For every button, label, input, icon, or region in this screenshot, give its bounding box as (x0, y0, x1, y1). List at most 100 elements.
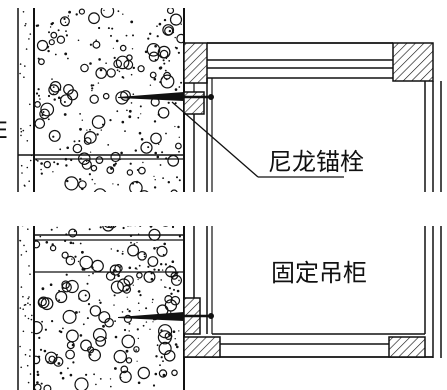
sand-dot (36, 373, 40, 377)
sand-dot (149, 32, 152, 35)
sand-dot (121, 252, 124, 255)
sand-dot (65, 164, 68, 167)
aggregate-stone (78, 8, 86, 15)
aggregate-stone (38, 58, 45, 66)
sand-dot (67, 57, 69, 60)
sand-dot (145, 321, 148, 323)
sand-dot (152, 384, 156, 387)
sand-dot (36, 381, 39, 384)
plaster-dot (23, 244, 25, 247)
sand-dot (128, 266, 132, 270)
sand-dot (49, 283, 53, 287)
sand-dot (77, 260, 80, 263)
sand-dot (115, 39, 119, 43)
aggregate-stone (34, 355, 41, 365)
sand-dot (119, 376, 122, 379)
sand-dot (130, 241, 132, 244)
sand-dot (89, 353, 92, 356)
plaster-dot (20, 134, 22, 137)
sand-dot (172, 31, 175, 34)
sand-dot (110, 34, 112, 37)
sand-dot (165, 286, 167, 288)
aggregate-stone (156, 245, 168, 257)
sand-dot (110, 385, 112, 388)
sand-dot (41, 287, 45, 291)
sand-dot (147, 37, 150, 40)
sand-dot (160, 356, 163, 359)
sand-dot (172, 330, 176, 334)
sand-dot (161, 77, 163, 80)
sand-dot (174, 125, 176, 128)
aggregate-stone (39, 108, 50, 120)
aggregate-stone (91, 259, 104, 273)
sand-dot (161, 151, 164, 154)
sand-dot (180, 23, 182, 25)
sand-dot (39, 98, 41, 100)
sand-dot (54, 53, 57, 56)
sand-dot (130, 20, 134, 24)
sand-dot (86, 160, 88, 162)
sand-dot (178, 330, 180, 332)
aggregate-stone (48, 39, 55, 46)
plaster-dot (28, 38, 30, 40)
sand-dot (126, 308, 129, 311)
sand-dot (117, 10, 120, 13)
sand-dot (160, 329, 163, 332)
aggregate-stone (105, 271, 116, 281)
sand-dot (168, 287, 171, 290)
sand-dot (165, 78, 168, 81)
aggregate-stone (34, 240, 41, 249)
sand-dot (81, 119, 84, 121)
plaster-dot (26, 140, 29, 142)
sand-dot (56, 353, 58, 356)
sand-dot (63, 17, 66, 20)
sand-dot (128, 109, 132, 113)
aggregate-stone (137, 251, 147, 261)
sand-dot (43, 118, 45, 120)
aggregate-stone (83, 137, 92, 145)
sand-dot (62, 327, 64, 330)
sand-dot (158, 143, 160, 145)
plaster-dot (24, 353, 27, 356)
sand-dot (134, 149, 137, 152)
sand-dot (90, 84, 94, 87)
sand-dot (36, 370, 39, 373)
aggregate-stone (106, 166, 115, 175)
aggregate-stone (113, 349, 128, 364)
plaster-dot (21, 172, 23, 174)
aggregate-stone (90, 164, 98, 172)
aggregate-stone (166, 8, 175, 15)
sand-dot (65, 34, 68, 37)
aggregate-stone (79, 255, 93, 270)
sand-dot (119, 266, 122, 268)
sand-dot (53, 161, 56, 164)
sand-dot (162, 177, 165, 180)
sand-dot (120, 151, 123, 155)
sand-dot (75, 13, 78, 16)
sand-dot (62, 287, 64, 289)
plaster-dot (29, 159, 32, 162)
plaster-dot (19, 63, 22, 65)
sand-dot (156, 155, 160, 159)
sand-dot (85, 163, 88, 165)
aggregate-stone (65, 255, 76, 266)
aggregate-stone (164, 332, 173, 341)
aggregate-stone (110, 151, 121, 163)
plaster-dot (19, 72, 21, 75)
sand-dot (89, 62, 92, 65)
plaster-dot (31, 331, 33, 334)
aggregate-stone (53, 356, 64, 367)
sand-dot (42, 111, 45, 113)
sand-dot (149, 84, 152, 86)
sand-dot (156, 25, 158, 28)
aggregate-stone (137, 366, 150, 380)
sand-dot (164, 286, 166, 288)
sand-dot (150, 272, 153, 275)
sand-dot (158, 66, 162, 70)
sand-dot (175, 272, 178, 275)
sand-dot (154, 179, 156, 181)
sand-dot (125, 34, 128, 37)
sand-dot (116, 110, 119, 113)
plaster-dot (29, 373, 32, 375)
plaster-dot (29, 124, 32, 127)
